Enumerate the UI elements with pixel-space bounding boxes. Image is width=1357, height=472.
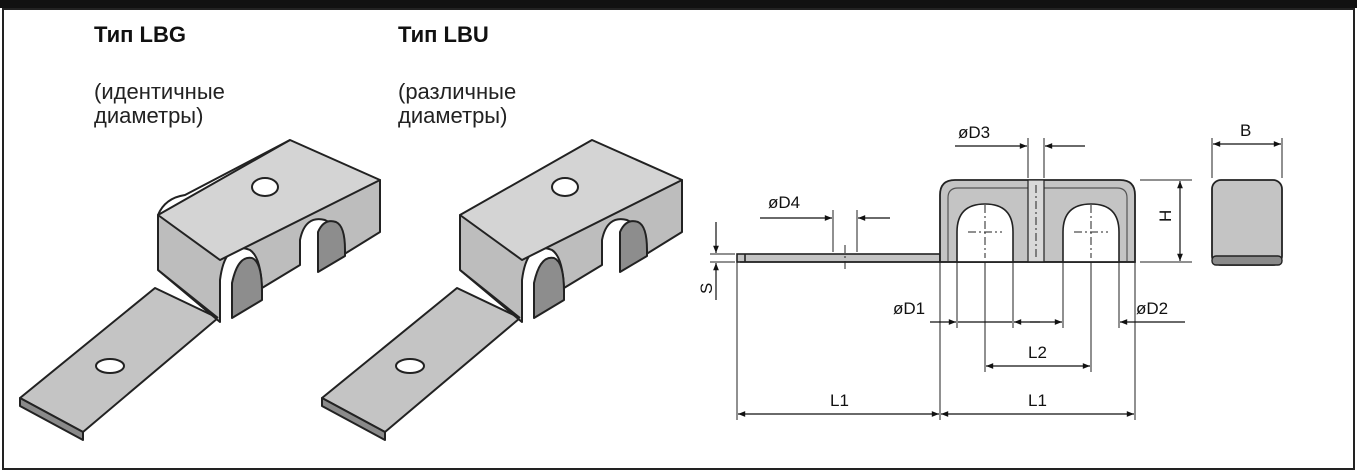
s-label: S xyxy=(697,283,716,294)
d4-label: øD4 xyxy=(768,193,800,212)
h-label: H xyxy=(1156,210,1175,222)
d3-label: øD3 xyxy=(958,123,990,142)
l2-label: L2 xyxy=(1028,343,1047,362)
d2-label: øD2 xyxy=(1136,299,1168,318)
figure-border xyxy=(2,8,1355,470)
lbu-note-line2: диаметры) xyxy=(398,103,508,128)
lbu-title: Тип LBU xyxy=(398,22,489,47)
lbu-note-line1: (различные xyxy=(398,79,517,104)
lbg-note-line1: (идентичные xyxy=(94,79,225,104)
lbu-note: (различные диаметры) xyxy=(398,80,516,128)
lbg-title: Тип LBG xyxy=(94,22,186,47)
lbg-note-line2: диаметры) xyxy=(94,103,204,128)
lbu-clamp-illustration xyxy=(321,139,683,441)
d1-label: øD1 xyxy=(893,299,925,318)
technical-side-view: øD3 øD4 øD1 øD2 B H S L1 L1 L2 xyxy=(697,121,1283,420)
lbg-note: (идентичные диаметры) xyxy=(94,80,225,128)
lbg-clamp-illustration xyxy=(19,139,381,441)
l1-left-label: L1 xyxy=(830,391,849,410)
l1-right-label: L1 xyxy=(1028,391,1047,410)
top-rule xyxy=(0,0,1357,8)
b-label: B xyxy=(1240,121,1251,140)
